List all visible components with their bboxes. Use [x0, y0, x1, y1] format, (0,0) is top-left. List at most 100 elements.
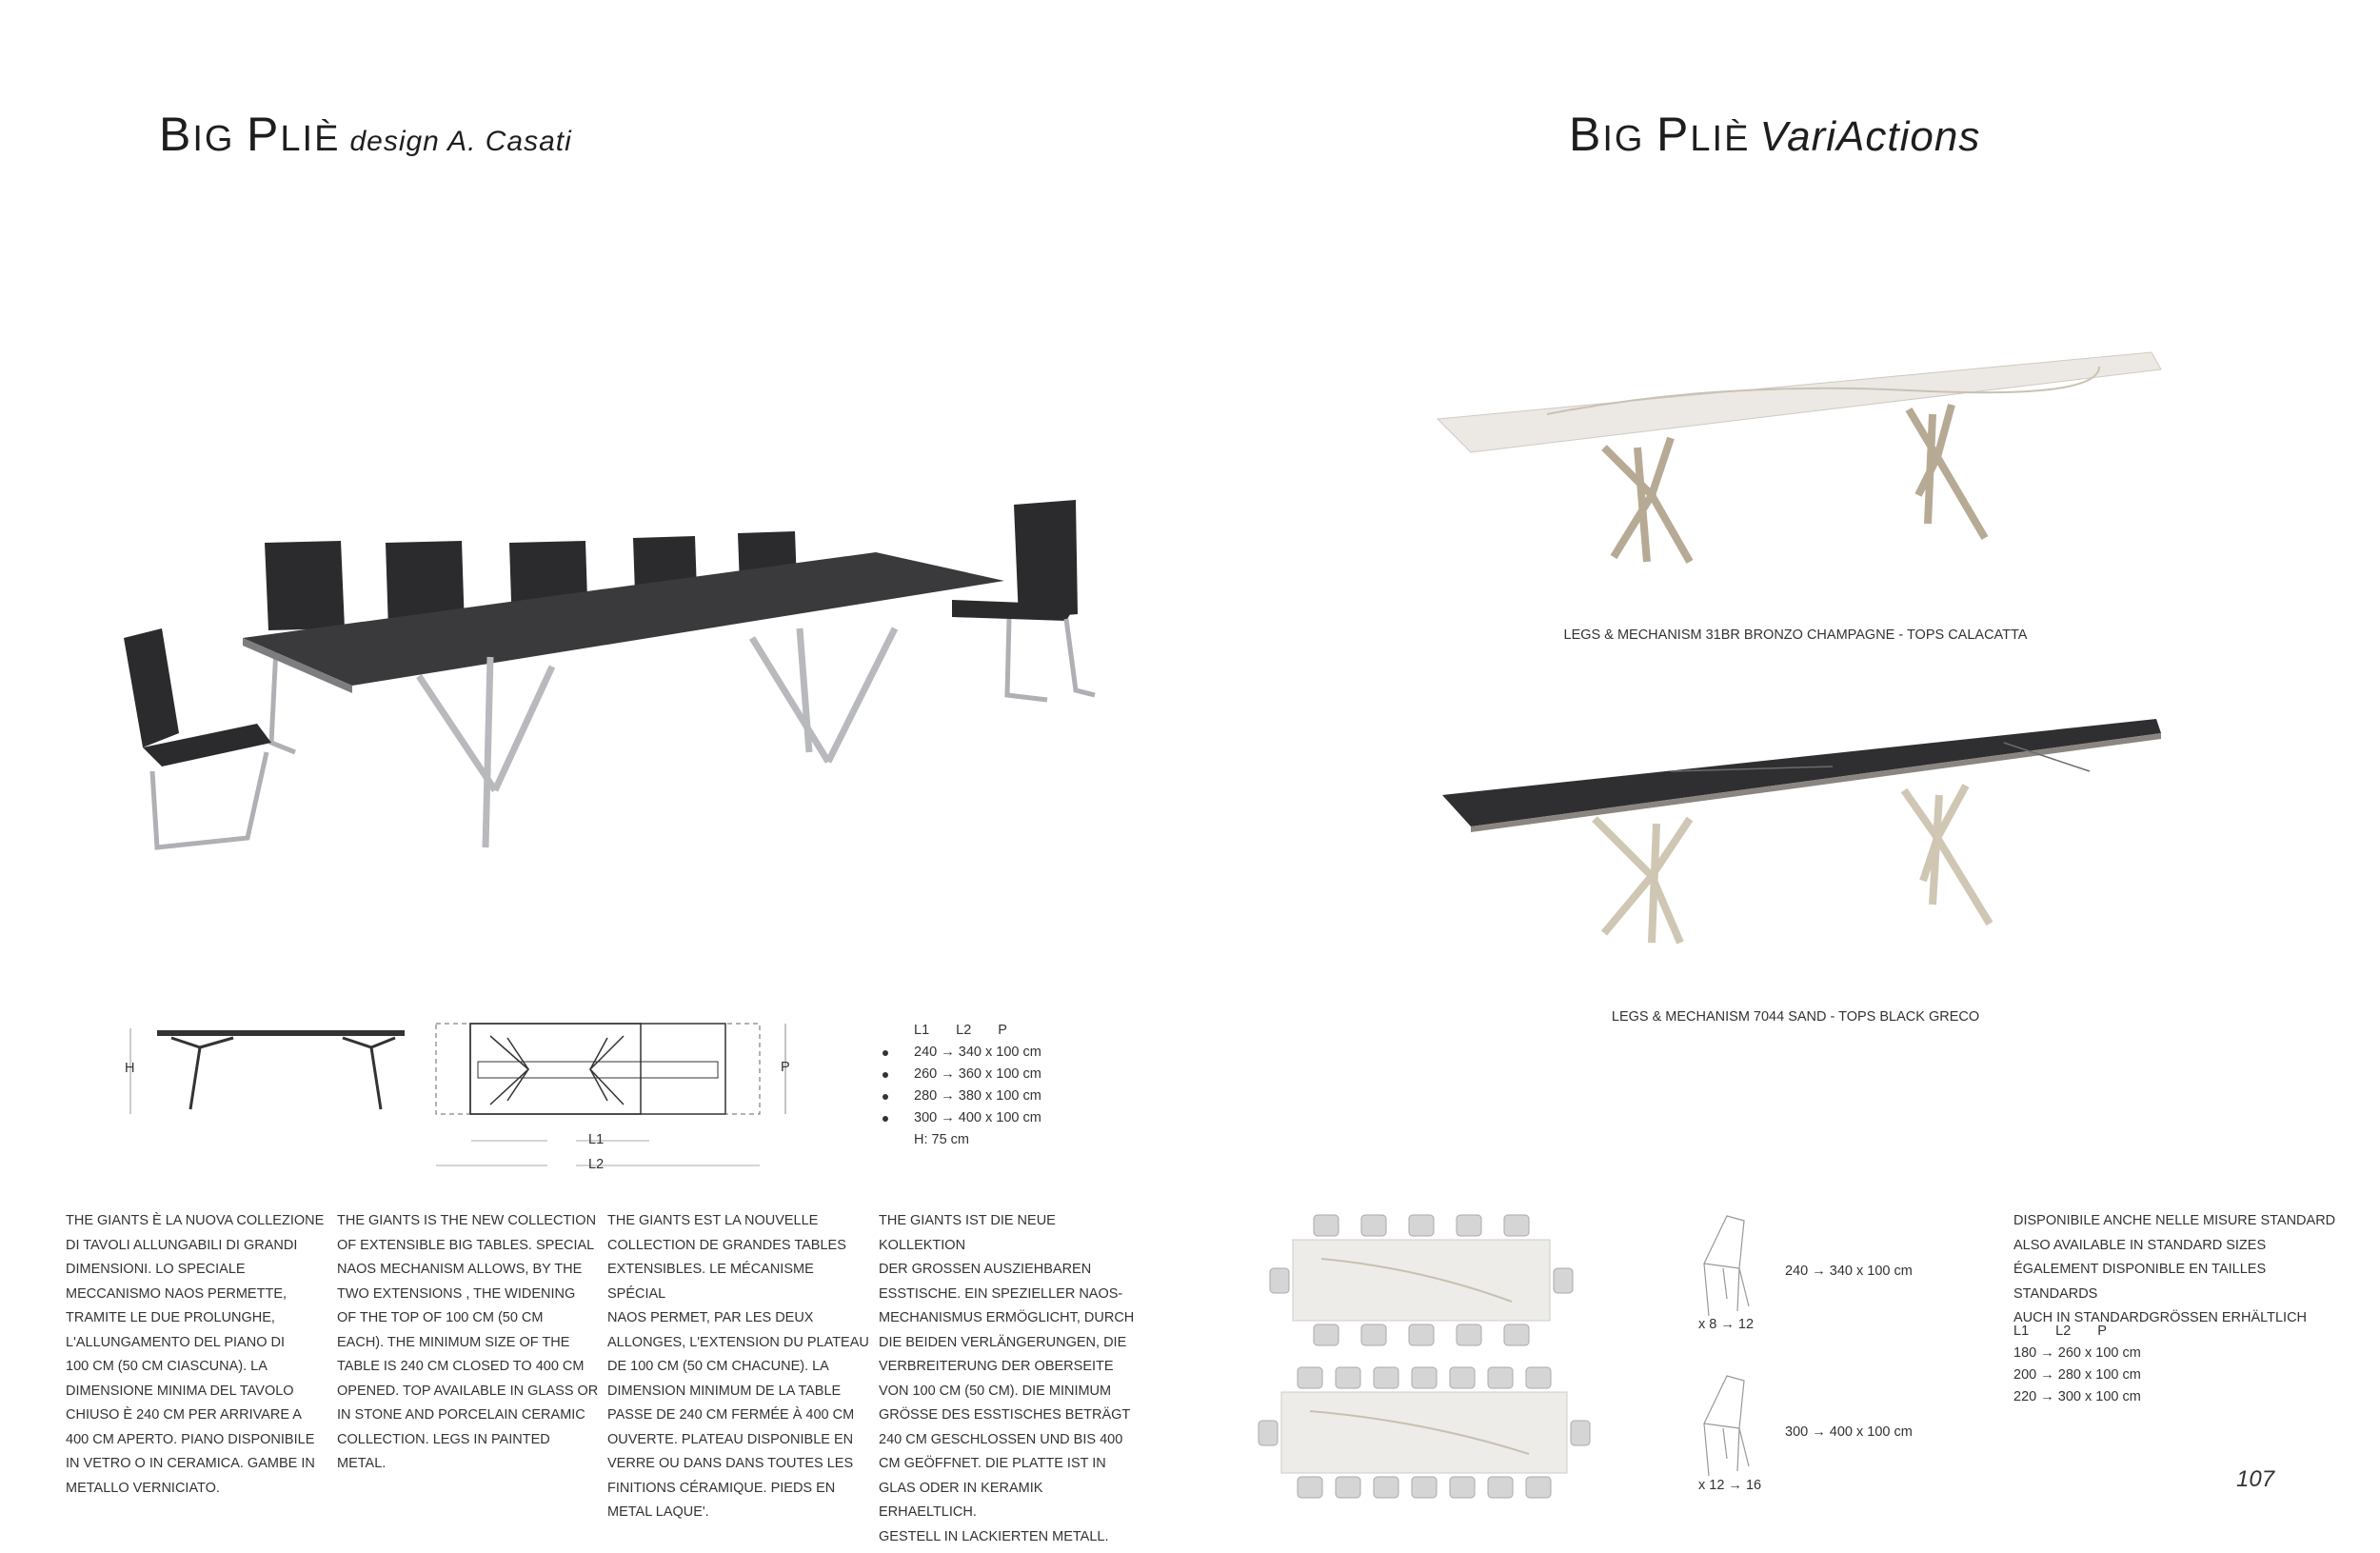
- chair-mark: [1570, 1420, 1591, 1446]
- seating-size: 300 → 400 x 100 cm: [1785, 1424, 1913, 1440]
- description-line: METALLO VERNICIATO.: [66, 1480, 220, 1496]
- seating-size: 240 → 340 x 100 cm: [1785, 1264, 1913, 1279]
- chair-mark: [1408, 1214, 1435, 1237]
- chair-mark: [1258, 1420, 1279, 1446]
- chair-mark: [1525, 1476, 1552, 1499]
- dimension-value: 280 → 380 x 100 cm: [914, 1088, 1041, 1104]
- chair-mark: [1373, 1366, 1399, 1389]
- description-line: CHIUSO È 240 CM PER ARRIVARE A: [66, 1407, 302, 1423]
- chair-mark: [1449, 1476, 1476, 1499]
- title-letters: IG: [1602, 119, 1657, 159]
- standard-sizes: DISPONIBILE ANCHE NELLE MISURE STANDARD …: [2013, 1209, 2337, 1331]
- title-letter: B: [1569, 108, 1603, 161]
- bullet-icon: [883, 1115, 888, 1122]
- chair-mark: [1411, 1366, 1438, 1389]
- description-line: OUVERTE. PLATEAU DISPONIBLE EN: [607, 1431, 854, 1447]
- dimension-row: 220 → 300 x 100 cm: [2013, 1389, 2141, 1404]
- description-line: VERBREITERUNG DER OBERSEITE: [879, 1359, 1114, 1374]
- description-line: DE 100 CM (50 CM CHACUNE). LA: [607, 1359, 829, 1374]
- description-line: GRÖSSE DES ESSTISCHES BETRÄGT: [879, 1407, 1131, 1423]
- table-top: [1292, 1239, 1551, 1322]
- chair-mark: [1373, 1476, 1399, 1499]
- chair-mark: [1411, 1476, 1438, 1499]
- dimension-row: 280 → 380 x 100 cm: [883, 1085, 1041, 1107]
- description-line: COLLECTION DE GRANDES TABLES: [607, 1237, 846, 1253]
- description-line: DIE BEIDEN VERLÄNGERUNGEN, DIE: [879, 1334, 1127, 1350]
- description-line: TWO EXTENSIONS , THE WIDENING: [337, 1285, 576, 1302]
- front-chair: [124, 628, 271, 850]
- description-line: EACH). THE MINIMUM SIZE OF THE: [337, 1334, 570, 1350]
- chair-mark: [1313, 1214, 1339, 1237]
- header-l2: L2: [2055, 1324, 2072, 1339]
- chair-mark: [1360, 1324, 1387, 1346]
- depth-label: P: [781, 1060, 790, 1075]
- height-value: H: 75 cm: [914, 1132, 970, 1147]
- chair-mark: [1313, 1324, 1339, 1346]
- standard-line: ALSO AVAILABLE IN STANDARD SIZES: [2013, 1237, 2267, 1253]
- chair-mark: [1449, 1366, 1476, 1389]
- description-line: VERRE OU DANS DANS TOUTES LES: [607, 1456, 854, 1471]
- chair-icon: [1703, 1375, 1750, 1476]
- chair-mark: [1487, 1366, 1514, 1389]
- chair-mark: [1297, 1366, 1323, 1389]
- seating-count: x 12 → 16: [1698, 1478, 1762, 1493]
- standard-line: DISPONIBILE ANCHE NELLE MISURE STANDARD: [2013, 1213, 2336, 1228]
- variant-caption: LEGS & MECHANISM 31BR BRONZO CHAMPAGNE -…: [1563, 627, 2028, 643]
- description-line: THE GIANTS IST DIE NEUE KOLLEKTION: [879, 1213, 1056, 1253]
- top-view-drawing: [435, 1023, 786, 1166]
- chair-mark: [1269, 1267, 1290, 1294]
- title-letters: LIÈ: [1690, 119, 1751, 159]
- seating-count: x 8 → 12: [1698, 1317, 1755, 1332]
- description-line: DIMENSIONI. LO SPECIALE: [66, 1262, 246, 1277]
- description-line: IN STONE AND PORCELAIN CERAMIC: [337, 1407, 585, 1423]
- description-line: L'ALLUNGAMENTO DEL PIANO DI: [66, 1334, 285, 1350]
- bullet-icon: [883, 1049, 888, 1056]
- seating-plan-12-16: [1258, 1366, 1591, 1499]
- legs: [1592, 784, 1993, 945]
- variant-image-black-greco: [1442, 719, 2161, 945]
- description-line: DI TAVOLI ALLUNGABILI DI GRANDI: [66, 1237, 298, 1253]
- description-column: THE GIANTS È LA NUOVA COLLEZIONE DI TAVOL…: [66, 1209, 327, 1501]
- height-label: H: [125, 1061, 135, 1076]
- variant-image-calacatta: [1436, 351, 2162, 564]
- description-column: THE GIANTS IS THE NEW COLLECTION OF EXTEN…: [337, 1209, 599, 1477]
- chair-mark: [1360, 1214, 1387, 1237]
- description-line: THE GIANTS EST LA NOUVELLE: [607, 1213, 819, 1228]
- variant-caption: LEGS & MECHANISM 7044 SAND - TOPS BLACK …: [1611, 1009, 1980, 1025]
- description-line: OPENED. TOP AVAILABLE IN GLASS OR: [337, 1383, 599, 1399]
- description-line: NAOS PERMET, PAR LES DEUX: [607, 1310, 814, 1325]
- description-line: COLLECTION. LEGS IN PAINTED: [337, 1431, 550, 1447]
- description-line: PASSE DE 240 CM FERMÉE À 400 CM: [607, 1407, 855, 1423]
- description-line: THE GIANTS È LA NUOVA COLLEZIONE: [66, 1213, 325, 1228]
- standard-line: ÉGALEMENT DISPONIBLE EN TAILLES STANDARD…: [2013, 1262, 2267, 1302]
- description-line: THE GIANTS IS THE NEW COLLECTION: [337, 1213, 597, 1228]
- dimension-row: 180 → 260 x 100 cm: [2013, 1345, 2141, 1361]
- description-line: ESSTISCHE. EIN SPEZIELLER NAOS-: [879, 1285, 1123, 1302]
- dimension-row: 200 → 280 x 100 cm: [2013, 1367, 2141, 1383]
- main-product-image: [124, 500, 1096, 850]
- header-p: P: [2097, 1324, 2107, 1339]
- dimension-row: 300 → 400 x 100 cm: [883, 1107, 1041, 1129]
- title-letters: IG: [192, 119, 248, 159]
- standard-line: AUCH IN STANDARDGRÖSSEN ERHÄLTLICH: [2013, 1310, 2308, 1325]
- description-line: VON 100 CM (50 CM). DIE MINIMUM: [879, 1383, 1112, 1399]
- description-line: 240 CM GESCHLOSSEN UND BIS 400: [879, 1431, 1123, 1447]
- dimension-value: 300 → 400 x 100 cm: [914, 1110, 1041, 1125]
- chair-icon: [1703, 1215, 1750, 1316]
- description-column: THE GIANTS EST LA NOUVELLE COLLECTION DE …: [607, 1209, 869, 1525]
- chair-mark: [1456, 1324, 1482, 1346]
- chair-mark: [1525, 1366, 1552, 1389]
- legs: [1601, 403, 1989, 564]
- chair-mark: [1456, 1214, 1482, 1237]
- description-line: GESTELL IN LACKIERTEN METALL.: [879, 1528, 1109, 1544]
- description-line: DIMENSIONE MINIMA DEL TAVOLO: [66, 1383, 294, 1399]
- header-l1: L1: [914, 1023, 930, 1038]
- description-line: NAOS MECHANISM ALLOWS, BY THE: [337, 1262, 583, 1277]
- description-line: CM GEÖFFNET. DIE PLATTE IST IN: [879, 1456, 1106, 1471]
- description-line: MECCANISMO NAOS PERMETTE,: [66, 1285, 288, 1302]
- page-number: 107: [2236, 1466, 2275, 1492]
- description-line: OF EXTENSIBLE BIG TABLES. SPECIAL: [337, 1237, 595, 1253]
